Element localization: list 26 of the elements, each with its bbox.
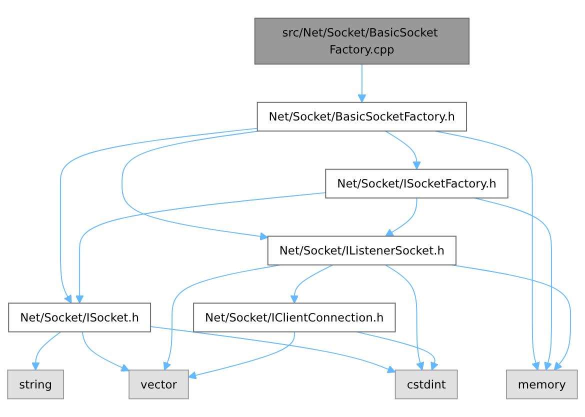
- node-box: Net/Socket/ISocket.h: [8, 302, 152, 332]
- arrow: [384, 264, 424, 370]
- node-box: Net/Socket/ISocketFactory.h: [325, 168, 508, 198]
- arrow: [358, 64, 366, 103]
- node-box: string: [7, 370, 64, 400]
- node-box: memory: [506, 370, 578, 400]
- arrow: [474, 198, 552, 370]
- node-box: Net/Socket/IListenerSocket.h: [267, 236, 456, 266]
- node-box: src/Net/Socket/BasicSocket Factory.cpp: [254, 18, 470, 65]
- arrow: [450, 264, 572, 370]
- arrow: [163, 264, 282, 370]
- arrow: [188, 331, 295, 380]
- node-box: Net/Socket/IClientConnection.h: [193, 302, 396, 332]
- node-box: cstdint: [394, 370, 458, 400]
- node-box: Net/Socket/BasicSocketFactory.h: [256, 102, 468, 132]
- arrow: [384, 130, 421, 170]
- arrow: [75, 192, 326, 304]
- arrow: [356, 331, 438, 370]
- arrow: [122, 130, 268, 241]
- arrow: [385, 198, 418, 237]
- arrow: [290, 264, 334, 304]
- node-box: vector: [128, 370, 189, 400]
- arrow: [150, 326, 396, 374]
- arrow: [82, 331, 130, 372]
- arrow: [60, 128, 258, 304]
- arrow: [31, 331, 62, 370]
